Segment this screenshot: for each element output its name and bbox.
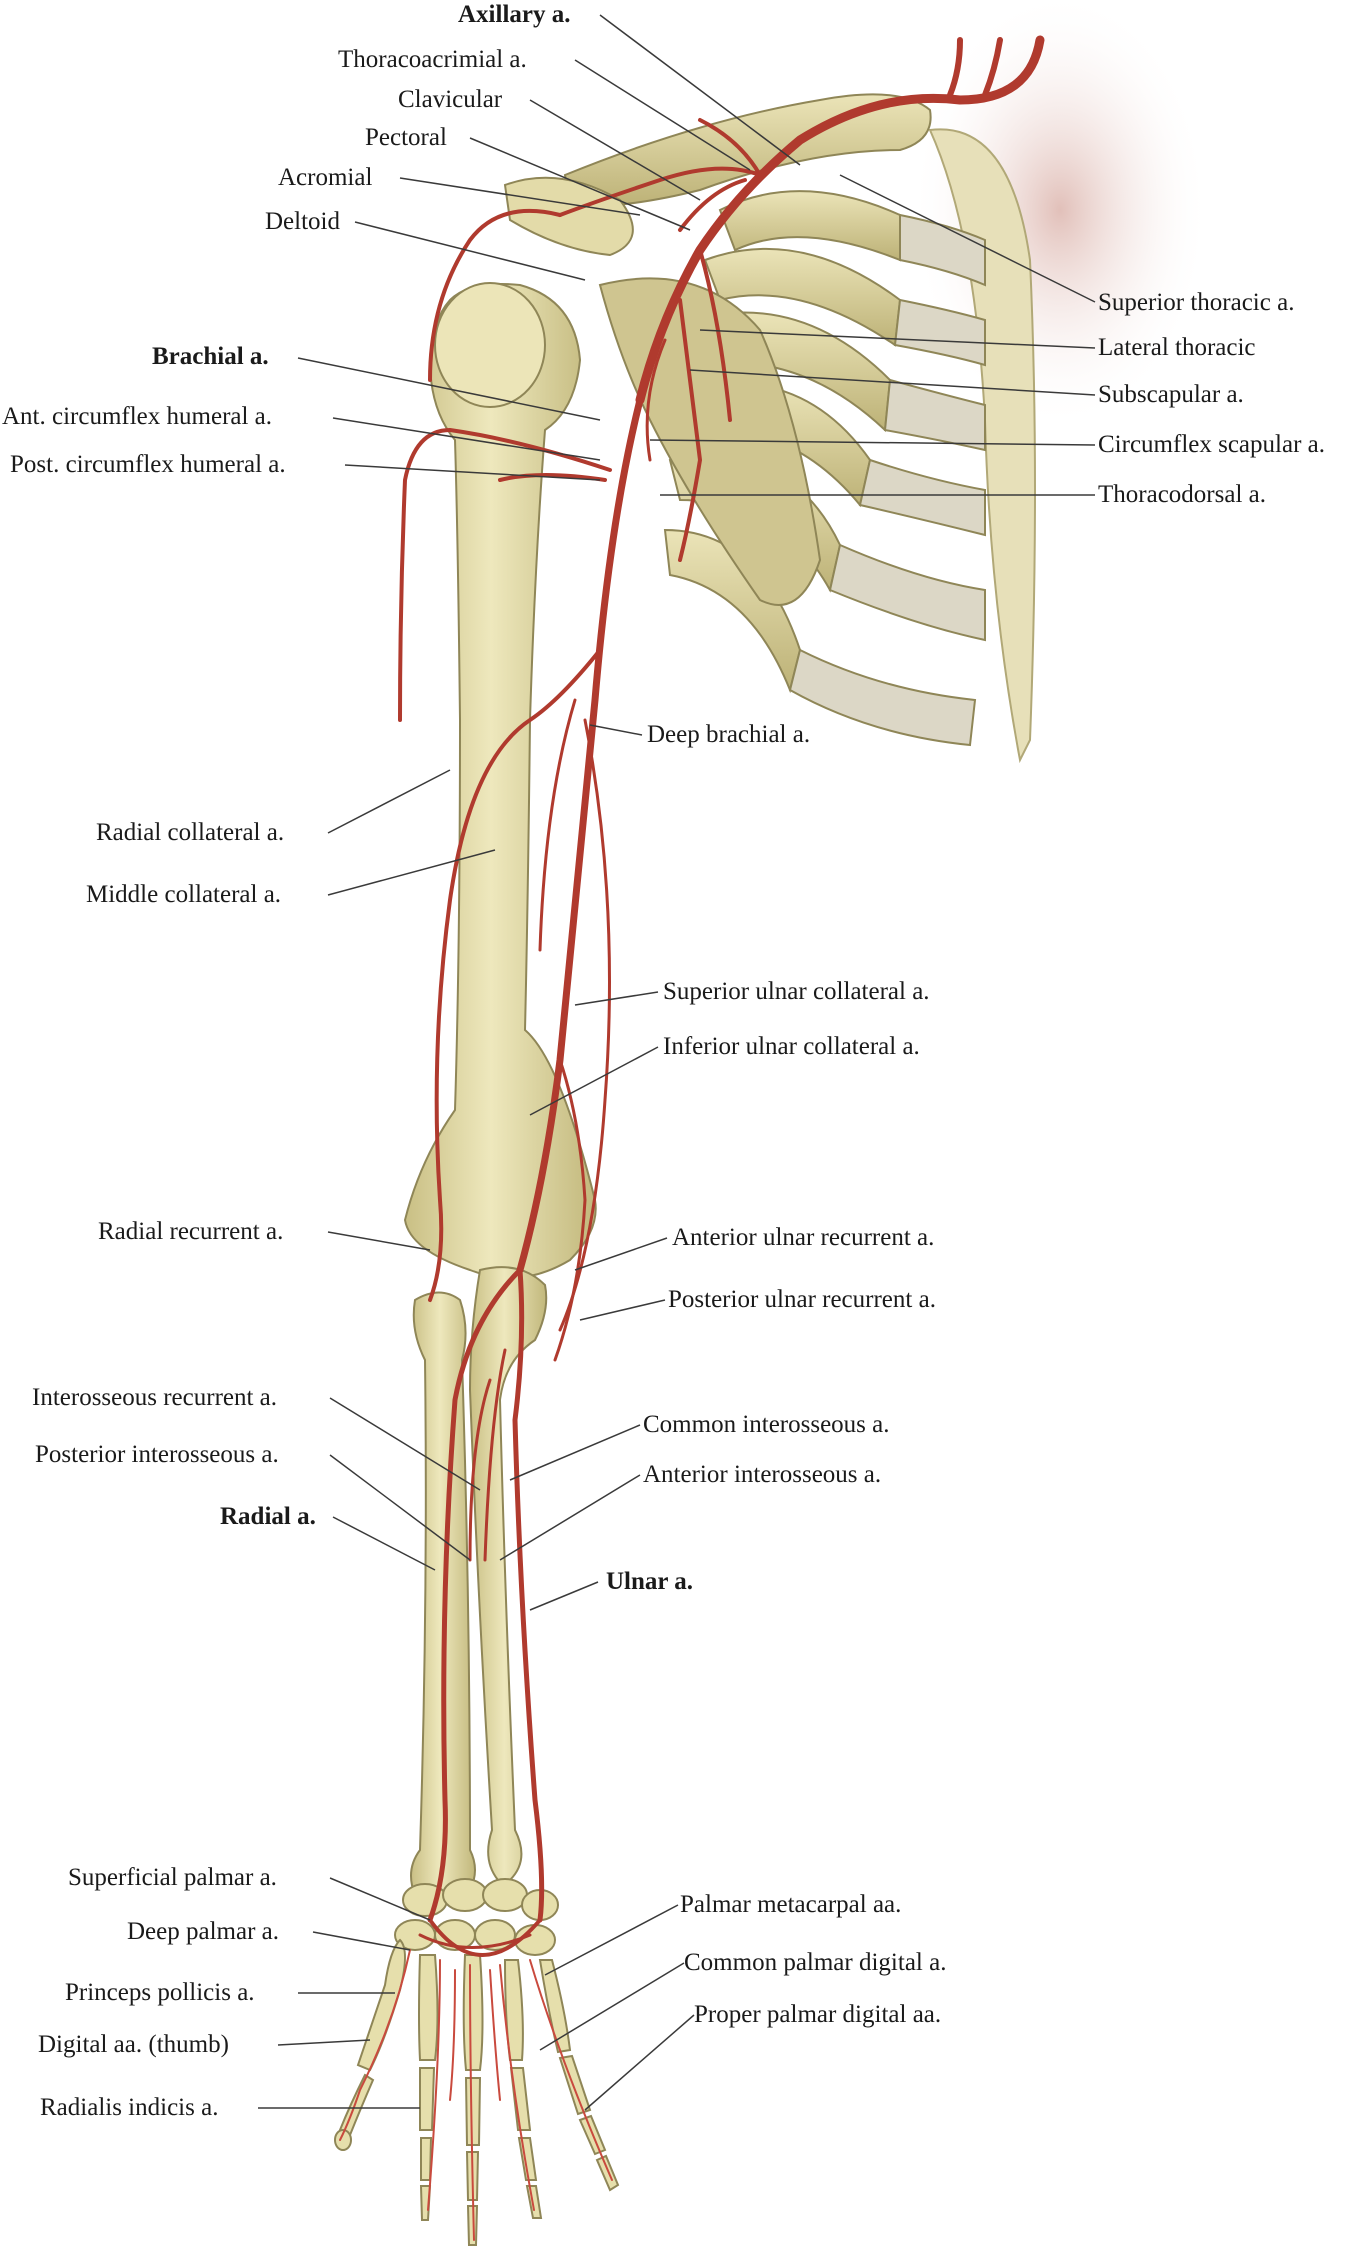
label-acromial: Acromial [278, 164, 373, 191]
label-common-interosseous: Common interosseous a. [643, 1411, 890, 1438]
leader-lines [258, 14, 1096, 2111]
label-posterior-ulnar-recurrent: Posterior ulnar recurrent a. [668, 1286, 936, 1313]
radial-artery-path [427, 1267, 523, 1923]
label-radial-recurrent: Radial recurrent a. [98, 1218, 284, 1245]
label-brachial: Brachial a. [152, 343, 269, 370]
label-superficial-palmar: Superficial palmar a. [68, 1864, 277, 1891]
label-deep-palmar: Deep palmar a. [127, 1918, 280, 1945]
carpal-bones [394, 1878, 559, 1956]
label-inferior-ulnar-collateral: Inferior ulnar collateral a. [663, 1033, 920, 1060]
label-clavicular: Clavicular [398, 86, 503, 113]
label-superior-thoracic: Superior thoracic a. [1098, 289, 1295, 316]
label-posterior-interosseous: Posterior interosseous a. [35, 1441, 279, 1468]
forearm-bones [410, 1266, 548, 1897]
label-subscapular: Subscapular a. [1098, 381, 1244, 408]
label-thoracoacrimial: Thoracoacrimial a. [338, 46, 527, 73]
label-common-palmar-digital: Common palmar digital a. [684, 1949, 947, 1976]
label-radial: Radial a. [220, 1503, 316, 1530]
label-ulnar: Ulnar a. [606, 1568, 694, 1595]
label-palmar-metacarpal: Palmar metacarpal aa. [680, 1891, 902, 1918]
label-circumflex-scapular: Circumflex scapular a. [1098, 431, 1325, 458]
ulnar-artery-path [512, 1267, 545, 1923]
humerus [403, 282, 597, 1279]
label-radial-collateral: Radial collateral a. [96, 819, 285, 846]
label-ant-circumflex-humeral: Ant. circumflex humeral a. [2, 403, 273, 430]
label-axillary: Axillary a. [458, 1, 571, 28]
label-radialis-indicis: Radialis indicis a. [40, 2094, 219, 2121]
label-proper-palmar-digital: Proper palmar digital aa. [694, 2001, 942, 2028]
label-deltoid: Deltoid [265, 208, 340, 235]
label-middle-collateral: Middle collateral a. [86, 881, 282, 908]
label-lateral-thoracic: Lateral thoracic [1098, 334, 1256, 361]
label-superior-ulnar-collateral: Superior ulnar collateral a. [663, 978, 930, 1005]
label-pectoral: Pectoral [365, 124, 447, 151]
label-digital-thumb: Digital aa. (thumb) [38, 2031, 229, 2058]
humeral-head [434, 282, 546, 408]
costal-cartilages [788, 213, 986, 747]
label-anterior-ulnar-recurrent: Anterior ulnar recurrent a. [672, 1224, 935, 1251]
hand-bones [334, 1938, 620, 2246]
label-thoracodorsal: Thoracodorsal a. [1098, 481, 1266, 508]
arteries [339, 35, 1045, 2241]
label-interosseous-recurrent: Interosseous recurrent a. [32, 1384, 278, 1411]
label-post-circumflex-humeral: Post. circumflex humeral a. [10, 451, 286, 478]
label-anterior-interosseous: Anterior interosseous a. [643, 1461, 882, 1488]
label-deep-brachial: Deep brachial a. [647, 721, 811, 748]
acromion [503, 176, 634, 257]
label-princeps-pollicis: Princeps pollicis a. [65, 1979, 255, 2006]
brachial-artery-path [516, 396, 644, 1274]
